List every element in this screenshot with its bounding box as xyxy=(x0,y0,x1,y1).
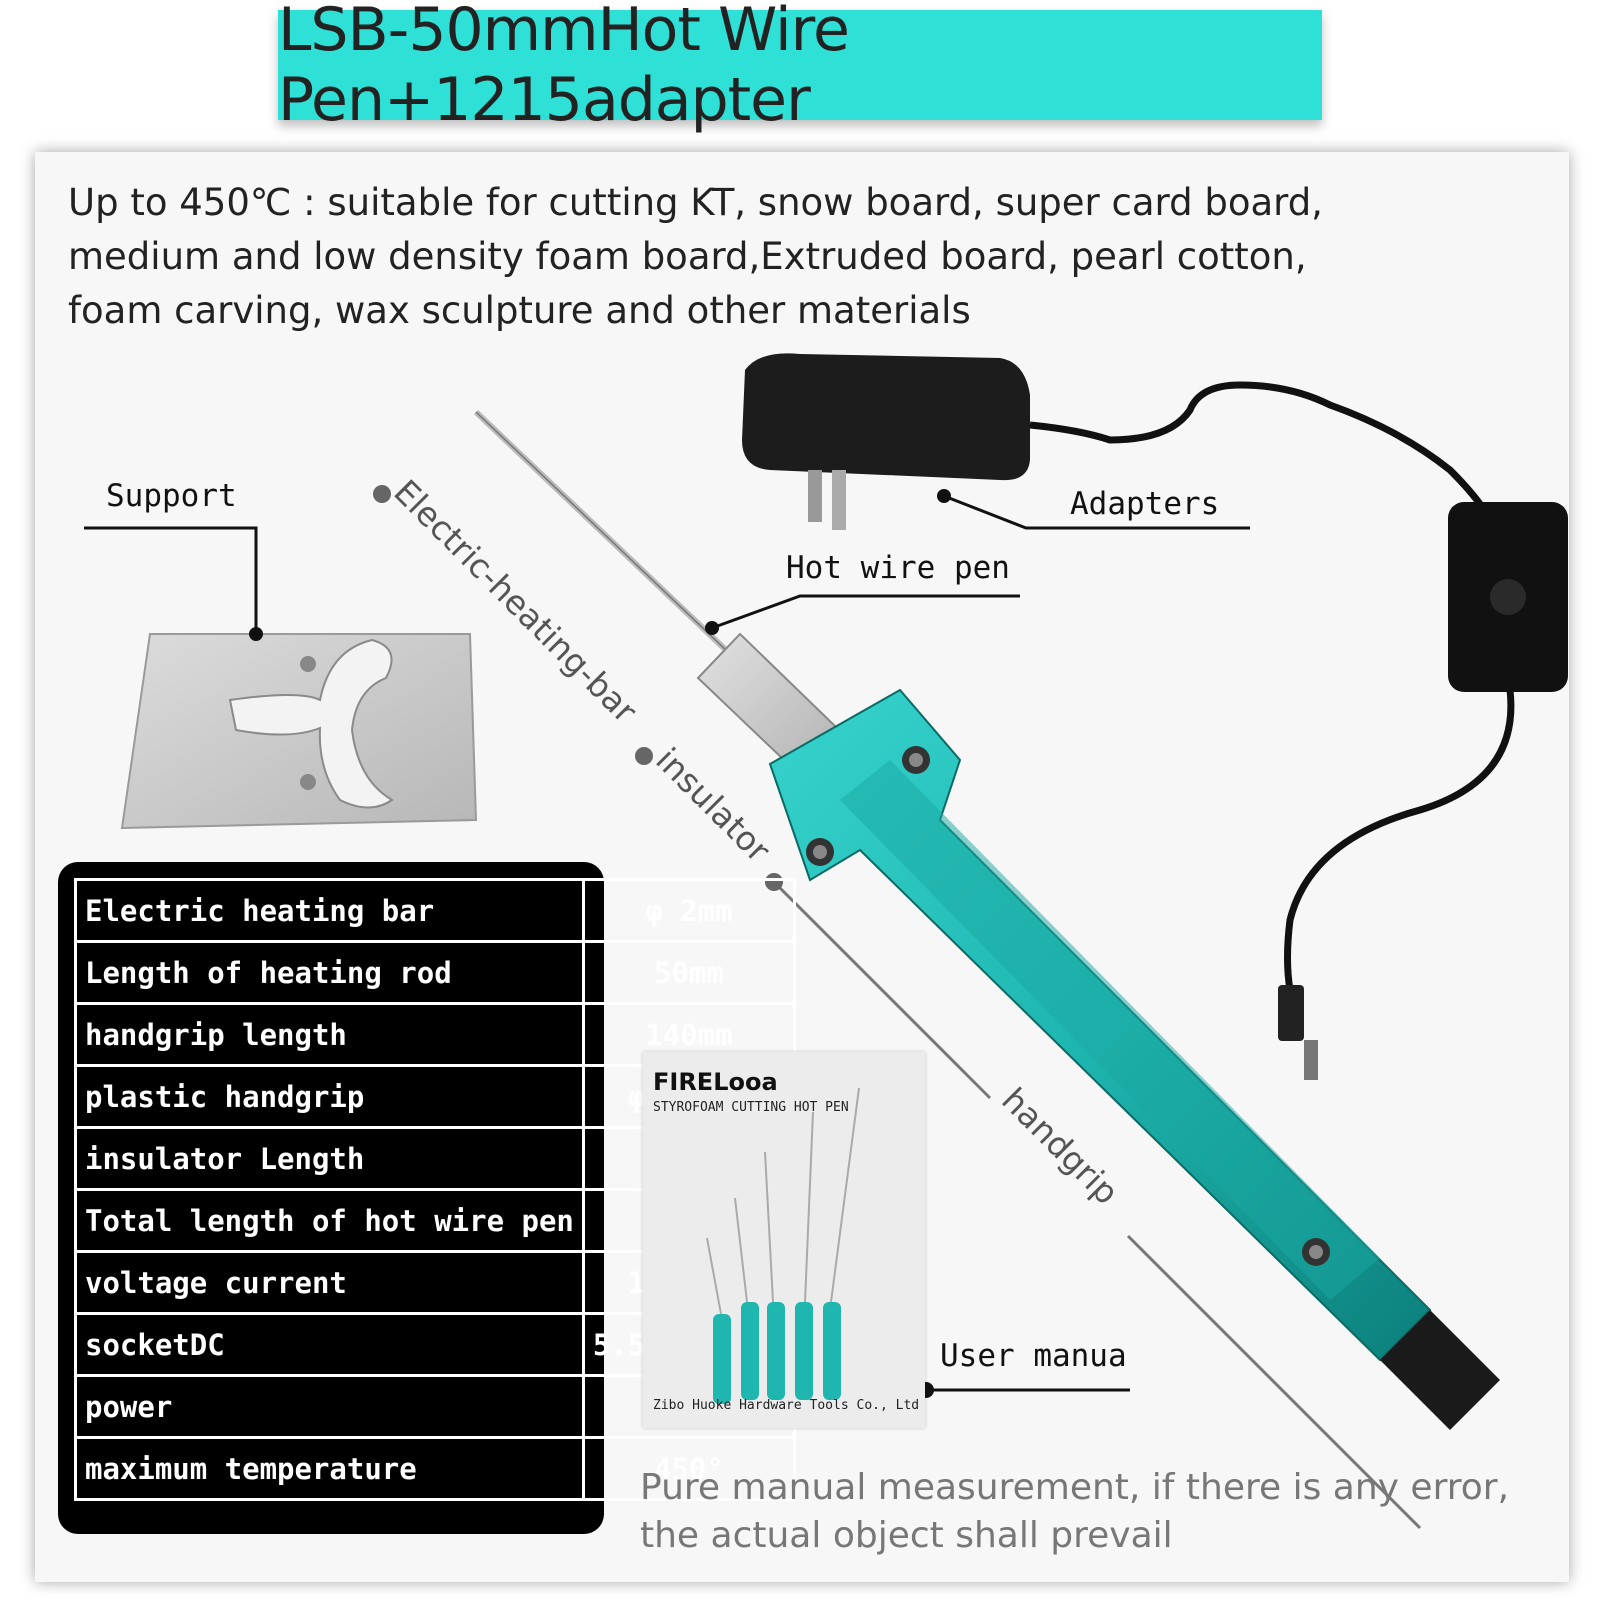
support-label: Support xyxy=(106,478,237,514)
spec-key: power xyxy=(74,1374,585,1439)
description-line: Up to 450℃ : suitable for cutting KT, sn… xyxy=(68,181,1323,224)
spec-key: Total length of hot wire pen xyxy=(74,1188,585,1253)
title-banner: LSB-50mmHot Wire Pen+1215adapter xyxy=(278,0,1322,135)
leader-lines xyxy=(84,494,1250,1392)
spec-key: maximum temperature xyxy=(74,1436,585,1501)
spec-key: voltage current xyxy=(74,1250,585,1315)
manual-subtitle: STYROFOAM CUTTING HOT PEN xyxy=(653,1100,849,1115)
description-line: medium and low density foam board,Extrud… xyxy=(68,235,1307,278)
disclaimer: Pure manual measurement, if there is any… xyxy=(640,1464,1509,1560)
user-manual: FIRELooa STYROFOAM CUTTING HOT PEN Zibo … xyxy=(643,1052,925,1428)
hot-wire-pen-label: Hot wire pen xyxy=(786,550,1010,586)
disclaimer-line: Pure manual measurement, if there is any… xyxy=(640,1467,1510,1508)
spec-value: 450° xyxy=(581,1436,796,1501)
adapters-label: Adapters xyxy=(1070,486,1220,522)
spec-value: φ 2mm xyxy=(581,878,796,943)
manual-pens-illustration xyxy=(706,1087,860,1404)
support-stand xyxy=(120,633,478,830)
handgrip-label: handgrip xyxy=(994,1080,1126,1212)
spec-key: Electric heating bar xyxy=(74,878,585,943)
disclaimer-line: the actual object shall prevail xyxy=(640,1515,1173,1556)
spec-key: Length of heating rod xyxy=(74,940,585,1005)
spec-value: 50mm xyxy=(581,940,796,1005)
user-manual-label: User manua xyxy=(940,1338,1127,1374)
description: Up to 450℃ : suitable for cutting KT, sn… xyxy=(68,176,1428,338)
spec-key: insulator Length xyxy=(74,1126,585,1191)
description-line: foam carving, wax sculpture and other ma… xyxy=(68,289,971,332)
spec-key: handgrip length xyxy=(74,1002,585,1067)
insulator-label: insulator xyxy=(648,740,778,870)
spec-key: plastic handgrip xyxy=(74,1064,585,1129)
manual-company: Zibo Huoke Hardware Tools Co., Ltd xyxy=(653,1398,920,1413)
spec-key: socketDC xyxy=(74,1312,585,1377)
manual-brand: FIRELooa xyxy=(653,1068,778,1096)
handgrip xyxy=(768,688,1500,1430)
power-adapter xyxy=(742,353,1568,1080)
